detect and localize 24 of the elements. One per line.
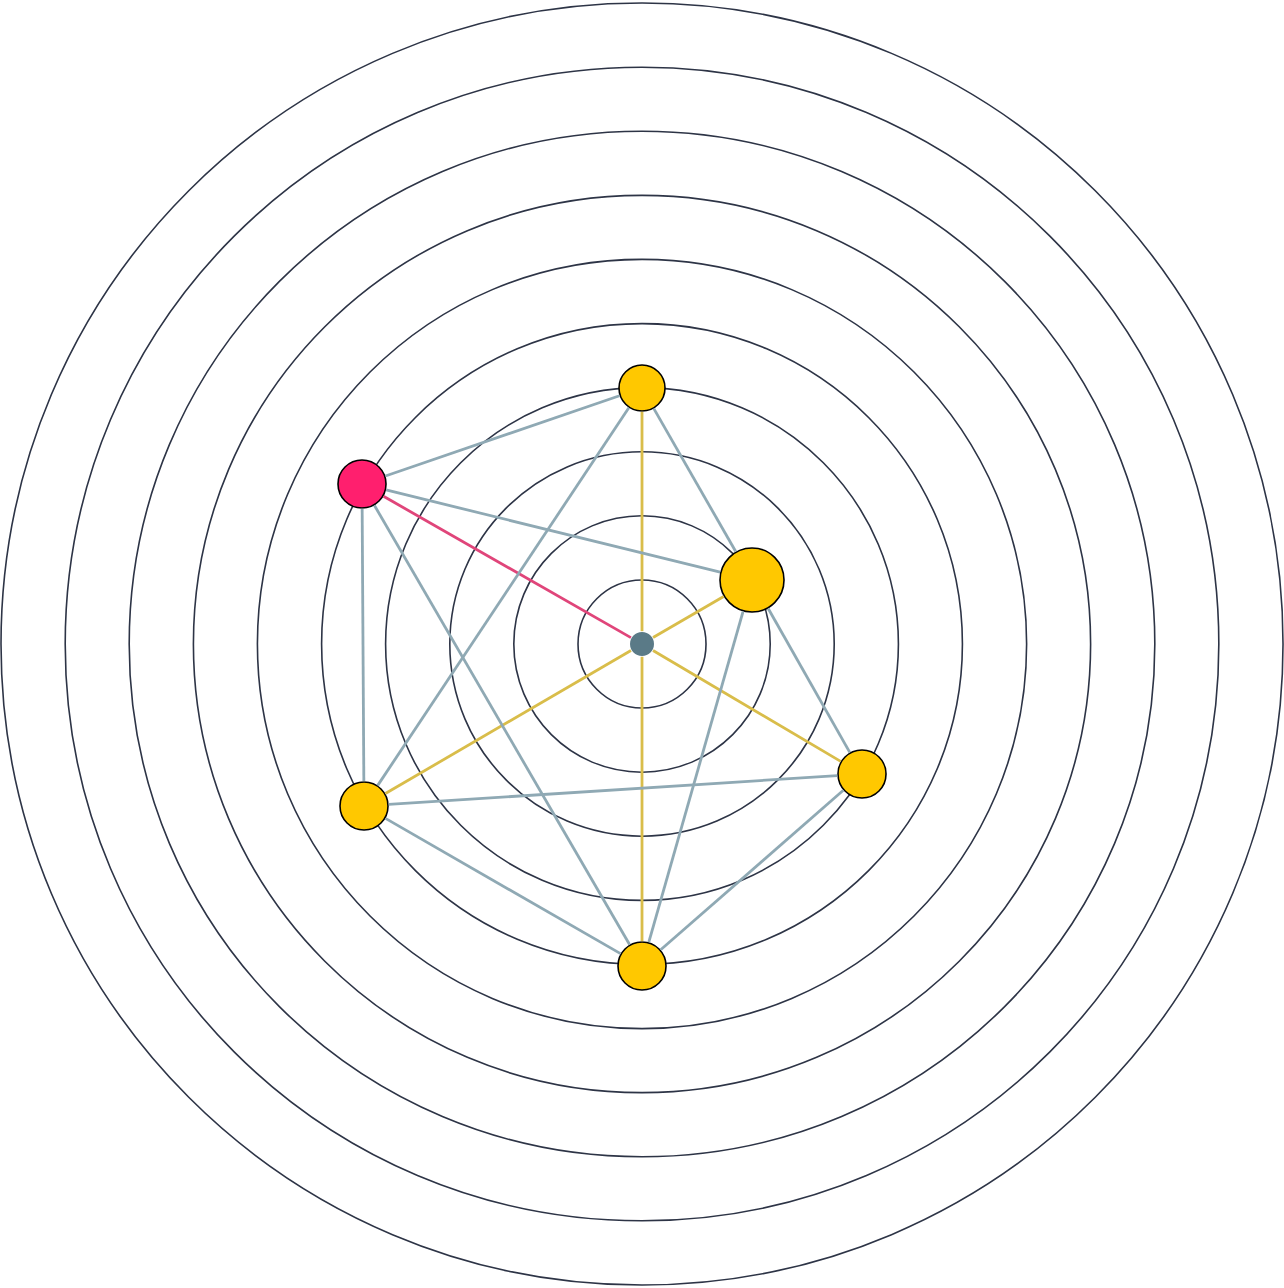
connector-line xyxy=(384,649,632,795)
connector-line xyxy=(652,595,725,639)
node-circle xyxy=(337,459,387,509)
hub-dot xyxy=(630,632,654,656)
node-circle xyxy=(617,941,667,991)
connector-line xyxy=(652,407,737,553)
connector-line xyxy=(384,817,622,955)
connector-line xyxy=(373,504,631,946)
connector-line xyxy=(659,789,845,951)
node-circle xyxy=(719,547,785,613)
connector-line xyxy=(640,411,644,632)
connector-line xyxy=(652,649,842,763)
node-circle xyxy=(339,781,389,831)
connector-line xyxy=(385,394,620,478)
connector-line xyxy=(360,508,366,782)
connector-line xyxy=(388,774,838,806)
node-circle xyxy=(618,364,666,412)
connector-line xyxy=(385,488,721,574)
connector-line xyxy=(647,611,745,943)
connector-line xyxy=(640,656,644,942)
connector-line xyxy=(766,607,851,754)
connector-line xyxy=(376,407,630,787)
connector-line xyxy=(382,495,632,639)
node-circle xyxy=(837,749,887,799)
